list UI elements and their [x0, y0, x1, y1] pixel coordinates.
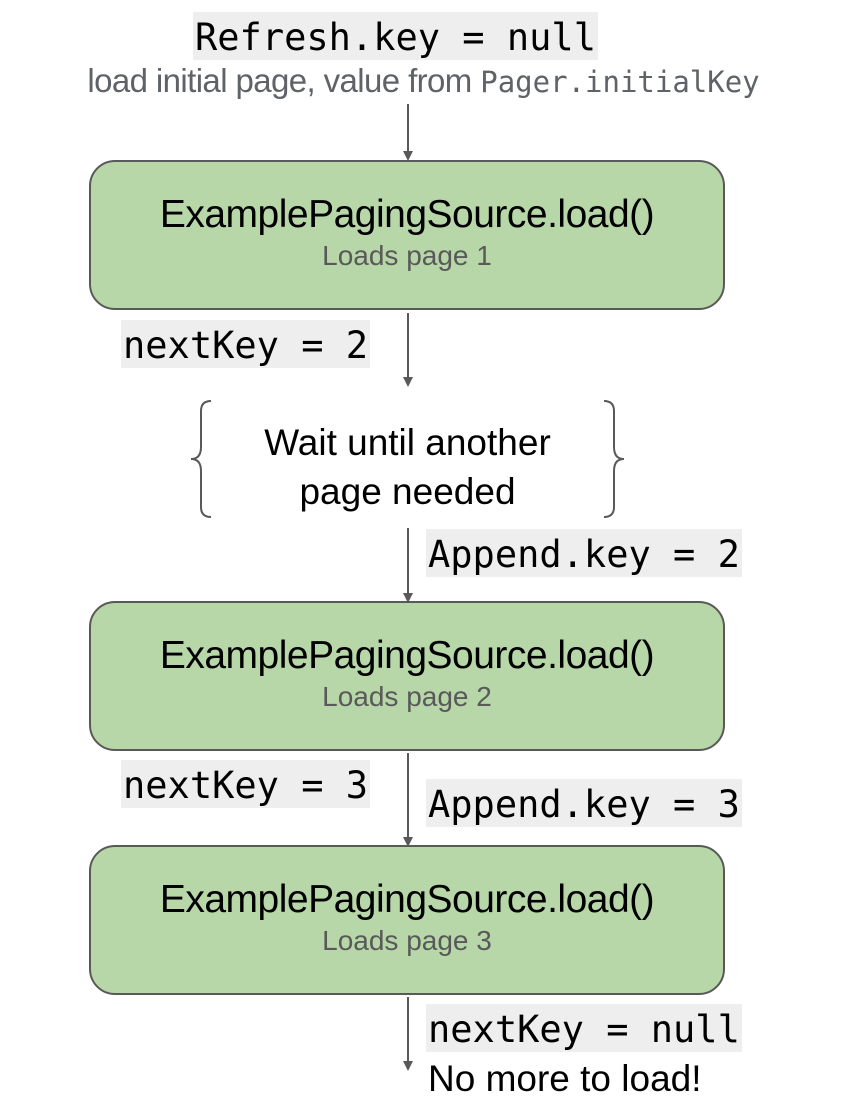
refresh-key-label: Refresh.key = null: [193, 12, 598, 60]
wait-line-1: Wait until another: [264, 422, 551, 463]
initial-key-code: Pager.initialKey: [480, 65, 760, 99]
append-key-2-label: Append.key = 2: [426, 529, 742, 577]
next-key-3-label: nextKey = 3: [121, 760, 371, 808]
load-box-subtitle: Loads page 3: [322, 924, 492, 956]
load-box-page-2: ExamplePagingSource.load() Loads page 2: [89, 601, 725, 751]
load-box-title: ExamplePagingSource.load(): [159, 878, 655, 921]
wait-message: Wait until another page needed: [205, 418, 610, 516]
append-key-3-label: Append.key = 3: [426, 779, 742, 827]
load-box-title: ExamplePagingSource.load(): [159, 193, 655, 236]
next-key-null-label: nextKey = null: [426, 1004, 742, 1052]
load-box-page-1: ExamplePagingSource.load() Loads page 1: [89, 160, 725, 310]
initial-load-text: load initial page, value from: [87, 62, 481, 99]
load-box-title: ExamplePagingSource.load(): [159, 634, 655, 677]
load-box-subtitle: Loads page 2: [322, 680, 492, 712]
left-brace: [190, 400, 212, 518]
initial-load-description: load initial page, value from Pager.init…: [0, 64, 847, 97]
next-key-2-label: nextKey = 2: [121, 320, 371, 368]
right-brace: [603, 400, 625, 518]
load-box-subtitle: Loads page 1: [322, 239, 492, 271]
load-box-page-3: ExamplePagingSource.load() Loads page 3: [89, 845, 725, 995]
wait-line-2: page needed: [299, 471, 516, 512]
no-more-to-load-message: No more to load!: [428, 1058, 702, 1099]
